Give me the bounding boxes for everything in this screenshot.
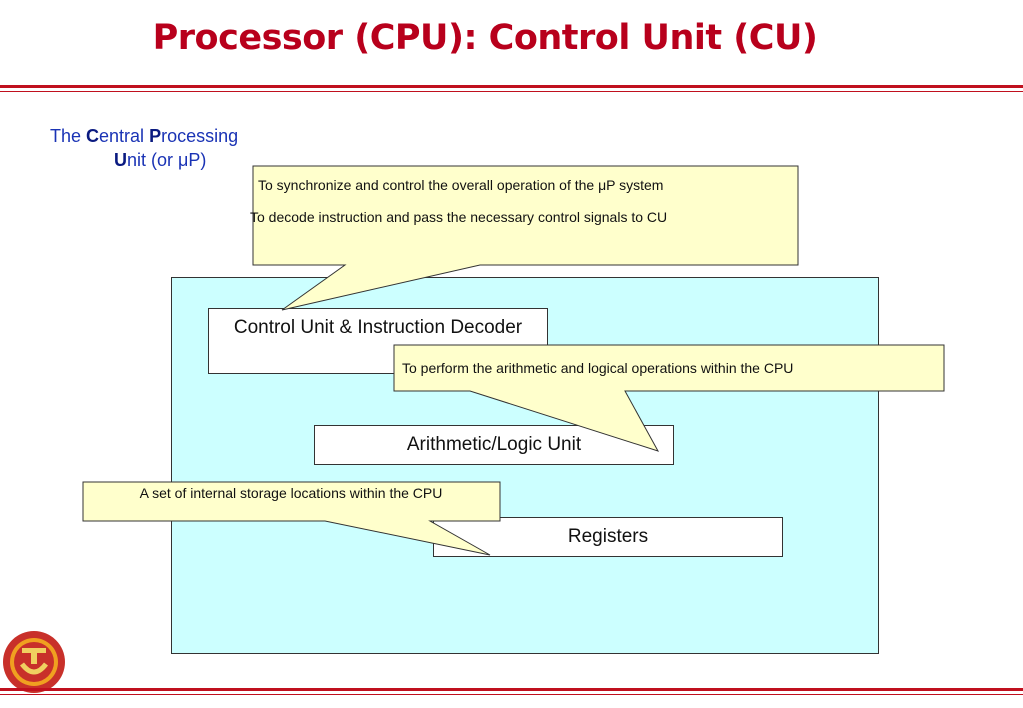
university-seal-icon bbox=[3, 631, 65, 693]
header-rule-thin bbox=[0, 91, 1023, 92]
cpu-definition-line2: Unit (or μP) bbox=[114, 150, 207, 170]
footer-rule-thin bbox=[0, 694, 1023, 695]
alu-box: Arithmetic/Logic Unit bbox=[314, 425, 674, 465]
callout-registers-text: A set of internal storage locations with… bbox=[139, 485, 443, 501]
callout-alu-text: To perform the arithmetic and logical op… bbox=[402, 360, 794, 376]
registers-box: Registers bbox=[433, 517, 783, 557]
callout-alu bbox=[393, 344, 945, 452]
header-rule bbox=[0, 85, 1023, 88]
callout-cu bbox=[252, 165, 799, 311]
cpu-definition: The Central Processing Unit (or μP) bbox=[50, 124, 238, 172]
footer-rule bbox=[0, 688, 1023, 691]
callout-cu-text-1: To synchronize and control the overall o… bbox=[258, 177, 664, 193]
callout-cu-text-2: To decode instruction and pass the neces… bbox=[250, 209, 668, 225]
callout-registers bbox=[82, 481, 501, 556]
control-unit-box: Control Unit & Instruction Decoder bbox=[208, 308, 548, 374]
page-title: Processor (CPU): Control Unit (CU) bbox=[152, 18, 818, 58]
cpu-definition-line1: The Central Processing bbox=[50, 126, 239, 146]
